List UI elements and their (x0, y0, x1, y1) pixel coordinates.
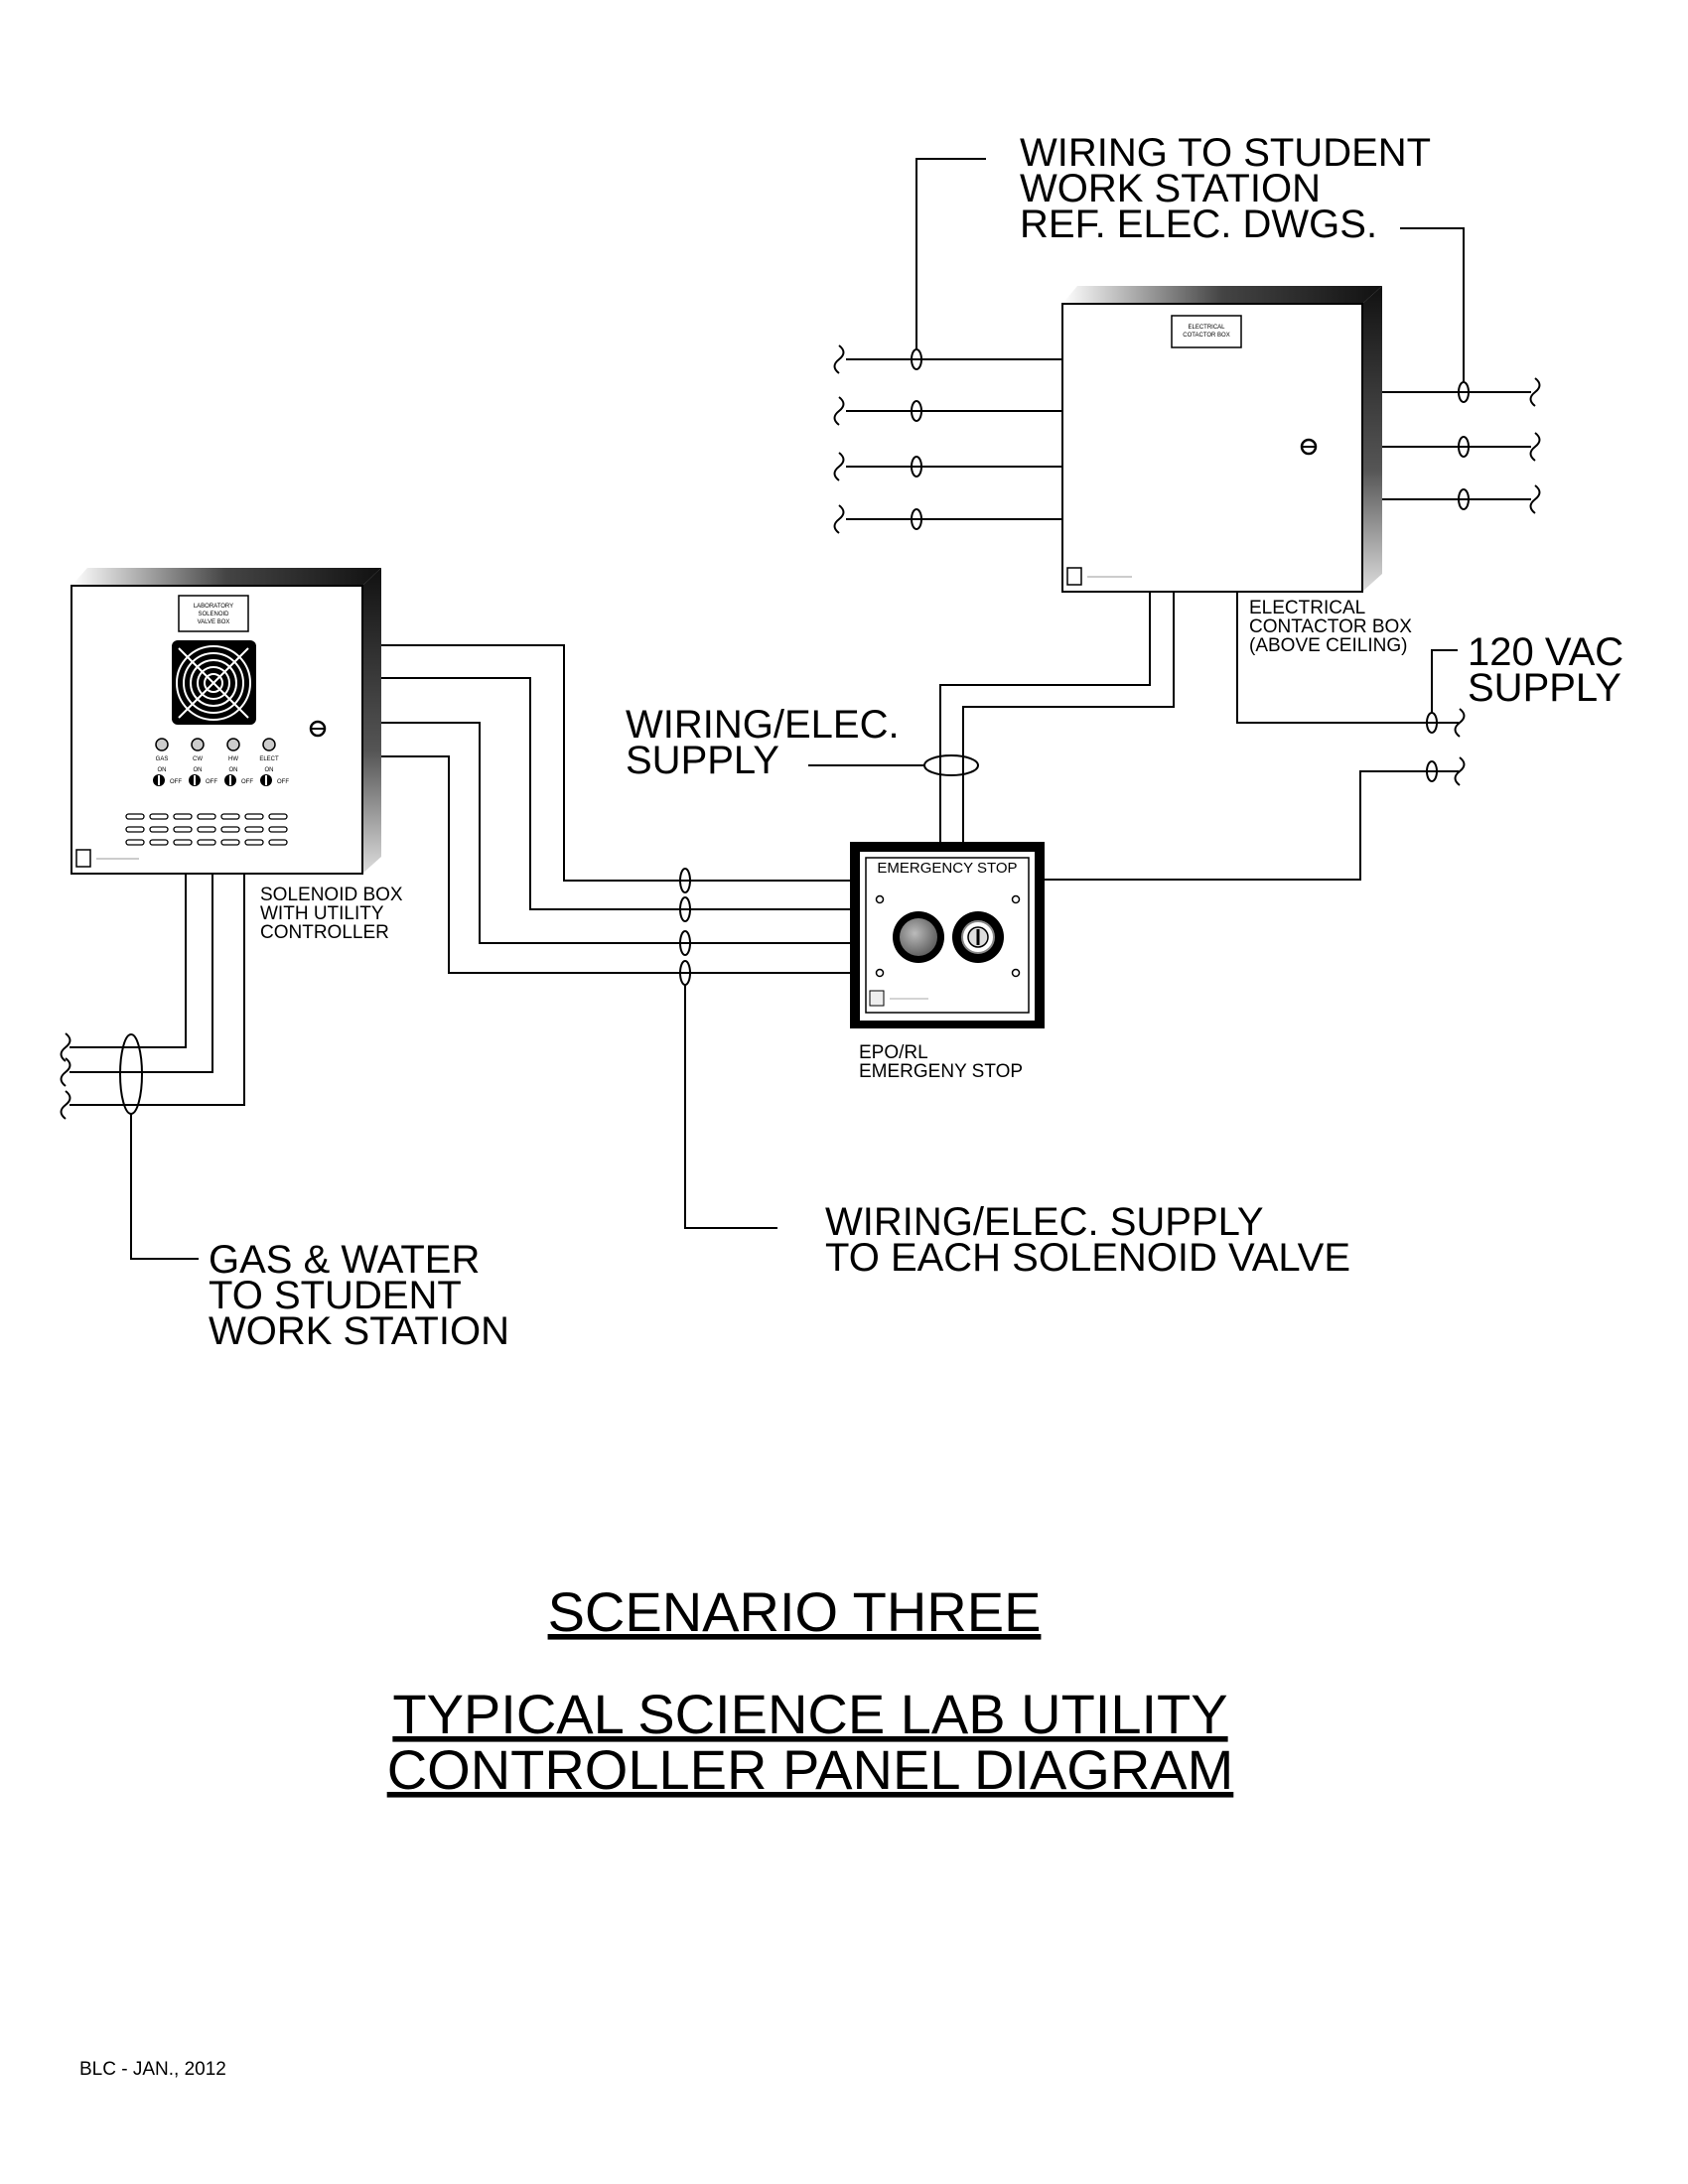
vent-slot (197, 839, 216, 846)
vent-slot (173, 839, 193, 846)
switch-off-label-elect: OFF (277, 779, 289, 785)
switch-label-elect: ELECT (259, 756, 279, 762)
solenoid-nameplate (178, 595, 249, 632)
vent-slot (244, 826, 264, 833)
wiring-to-student-line-1: WIRING TO STUDENT (1020, 131, 1431, 175)
wiring-to-student-line-2: WORK STATION (1020, 167, 1321, 210)
callout-gas-water: GAS & WATER TO STUDENT WORK STATION (209, 1238, 509, 1353)
vent-slot (268, 813, 288, 820)
vent-slot (268, 826, 288, 833)
wiring-to-valve-line-2: TO EACH SOLENOID VALVE (825, 1236, 1350, 1280)
footer-credit: BLC - JAN., 2012 (79, 2059, 226, 2080)
callout-wiring-to-student: WIRING TO STUDENT WORK STATION REF. ELEC… (1020, 131, 1431, 246)
switch-off-label-hw: OFF (241, 779, 253, 785)
wiring (60, 158, 1541, 1260)
vent-slot (220, 826, 240, 833)
callout-epo: EPO/RL EMERGENY STOP (859, 1042, 1023, 1082)
contactor-box-line-1: ELECTRICAL (1249, 598, 1365, 618)
elect-indicator-light-icon (262, 738, 276, 751)
switch-on-label-cw: ON (194, 767, 203, 773)
switch-label-cw: CW (193, 756, 203, 762)
vent-slot (173, 826, 193, 833)
solenoid-box-line-3: CONTROLLER (260, 922, 389, 943)
diagram-title-line-2: CONTROLLER PANEL DIAGRAM (387, 1738, 1234, 1801)
ventilation-slots (125, 813, 288, 846)
gas-water-line-2: TO STUDENT (209, 1274, 462, 1317)
vent-slot (125, 813, 145, 820)
solenoid-box-line-1: SOLENOID BOX (260, 885, 403, 905)
hw-indicator-light-icon (226, 738, 240, 751)
vent-slot (197, 813, 216, 820)
switch-label-gas: GAS (156, 756, 169, 762)
gas-water-line-3: WORK STATION (209, 1309, 509, 1353)
vac-supply-line-1: 120 VAC (1468, 630, 1623, 674)
vent-slot (125, 826, 145, 833)
contactor-box-line-3: (ABOVE CEILING) (1249, 635, 1407, 656)
callout-solenoid-box: SOLENOID BOX WITH UTILITY CONTROLLER (260, 885, 403, 943)
epo-line-2: EMERGENY STOP (859, 1061, 1023, 1082)
epo-badge-icon (869, 990, 885, 1007)
solenoid-plate-line-3: VALVE BOX (198, 619, 230, 625)
solenoid-plate-line-2: SOLENOID (198, 612, 229, 617)
solenoid-plate-line-1: LABORATORY (194, 604, 233, 610)
diagram-title-line-1: TYPICAL SCIENCE LAB UTILITY (392, 1683, 1227, 1745)
epo-line-1: EPO/RL (859, 1042, 928, 1063)
indicator-lights (155, 738, 276, 751)
switch-label-hw: HW (228, 756, 238, 762)
fan-grille-icon (172, 640, 256, 725)
selector-switches (153, 774, 272, 786)
solenoid-badge-icon (75, 849, 91, 868)
electrical-contactor-box: ELECTRICAL COTACTOR BOX (1061, 286, 1382, 593)
vent-slot (197, 826, 216, 833)
callout-wiring-elec-supply: WIRING/ELEC. SUPPLY (626, 703, 900, 782)
solenoid-box-line-2: WITH UTILITY (260, 903, 384, 924)
scenario-title: SCENARIO THREE (548, 1580, 1042, 1643)
switch-on-label-elect: ON (265, 767, 274, 773)
wiring-to-valve-line-1: WIRING/ELEC. SUPPLY (825, 1200, 1264, 1244)
stop-pushbutton-icon (893, 911, 944, 963)
vent-slot (244, 839, 264, 846)
vent-slot (173, 813, 193, 820)
solenoid-valve-box: LABORATORY SOLENOID VALVE BOX GAS CW HW … (70, 568, 381, 875)
switch-on-label-gas: ON (158, 767, 167, 773)
gas-water-line-1: GAS & WATER (209, 1238, 480, 1282)
vent-slot (149, 839, 169, 846)
vent-slot (149, 826, 169, 833)
switch-on-label-hw: ON (229, 767, 238, 773)
title-block: SCENARIO THREE TYPICAL SCIENCE LAB UTILI… (387, 1580, 1234, 1801)
vent-slot (244, 813, 264, 820)
callout-vac-supply: 120 VAC SUPPLY (1468, 630, 1623, 710)
contactor-plate-line-2: COTACTOR BOX (1183, 333, 1229, 339)
switch-off-label-cw: OFF (206, 779, 217, 785)
contactor-nameplate (1171, 315, 1242, 348)
gas-indicator-light-icon (155, 738, 169, 751)
callout-contactor-box: ELECTRICAL CONTACTOR BOX (ABOVE CEILING) (1249, 598, 1412, 656)
vent-slot (220, 813, 240, 820)
callout-wiring-to-valve: WIRING/ELEC. SUPPLY TO EACH SOLENOID VAL… (825, 1200, 1350, 1280)
vent-slot (149, 813, 169, 820)
vent-slot (125, 839, 145, 846)
emergency-stop-label: EMERGENCY STOP (877, 860, 1017, 877)
vac-supply-line-2: SUPPLY (1468, 666, 1621, 710)
wiring-elec-supply-line-2: SUPPLY (626, 739, 779, 782)
cw-indicator-light-icon (191, 738, 205, 751)
wiring-elec-supply-line-1: WIRING/ELEC. (626, 703, 900, 747)
vent-slot (268, 839, 288, 846)
switch-off-label-gas: OFF (170, 779, 182, 785)
emergency-stop-panel: EMERGENCY STOP (850, 842, 1045, 1028)
contactor-box-line-2: CONTACTOR BOX (1249, 616, 1412, 637)
vent-slot (220, 839, 240, 846)
contactor-plate-line-1: ELECTRICAL (1188, 325, 1225, 331)
manufacturer-badge-icon (1066, 567, 1082, 586)
wiring-to-student-line-3: REF. ELEC. DWGS. (1020, 203, 1377, 246)
reset-key-switch-icon (952, 911, 1004, 963)
